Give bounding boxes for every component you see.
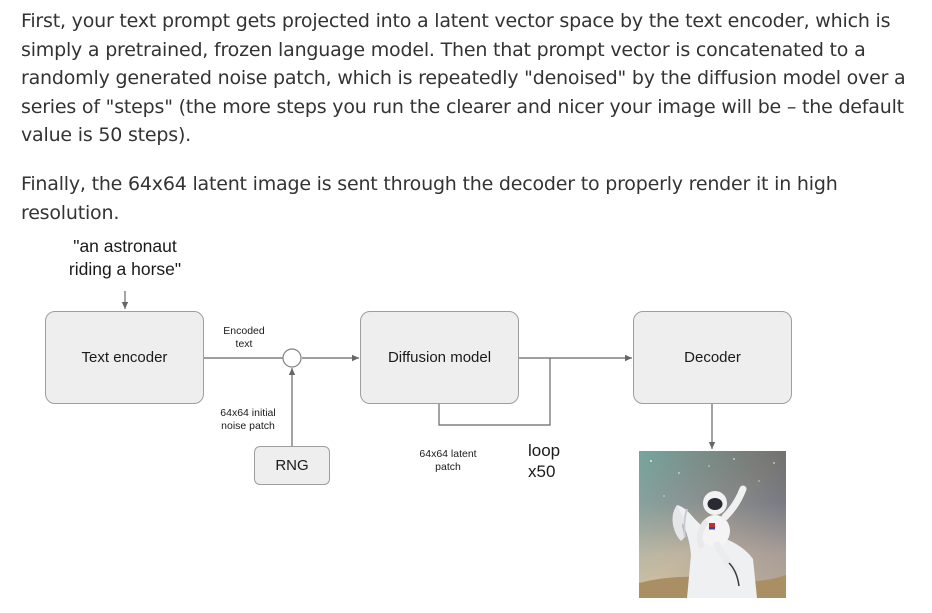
text-encoder-box: Text encoder [45,311,204,404]
prompt-text: "an astronaut riding a horse" [68,236,182,279]
decoder-box: Decoder [633,311,792,404]
encoded-text-label: Encoded text [223,325,265,350]
noise-patch-label: 64x64 initial noise patch [220,407,276,432]
loop-feedback-line [438,358,551,426]
intro-paragraph: First, your text prompt gets projected i… [21,10,906,146]
astronaut-horse-image [639,451,786,598]
diffusion-model-label: Diffusion model [387,349,492,366]
stable-diffusion-diagram: "an astronaut riding a horse" Text encod… [0,225,932,613]
loop-label: loop x50 [528,441,561,481]
concat-node [282,348,302,368]
decoder-paragraph: Finally, the 64x64 latent image is sent … [21,173,838,224]
latent-patch-label: 64x64 latent patch [419,448,477,473]
decoder-label: Decoder [684,349,741,366]
rng-box: RNG [254,446,330,485]
rng-label: RNG [275,457,309,474]
diffusion-model-box: Diffusion model [360,311,519,404]
text-encoder-label: Text encoder [81,349,168,366]
diagram-connectors [121,291,716,452]
